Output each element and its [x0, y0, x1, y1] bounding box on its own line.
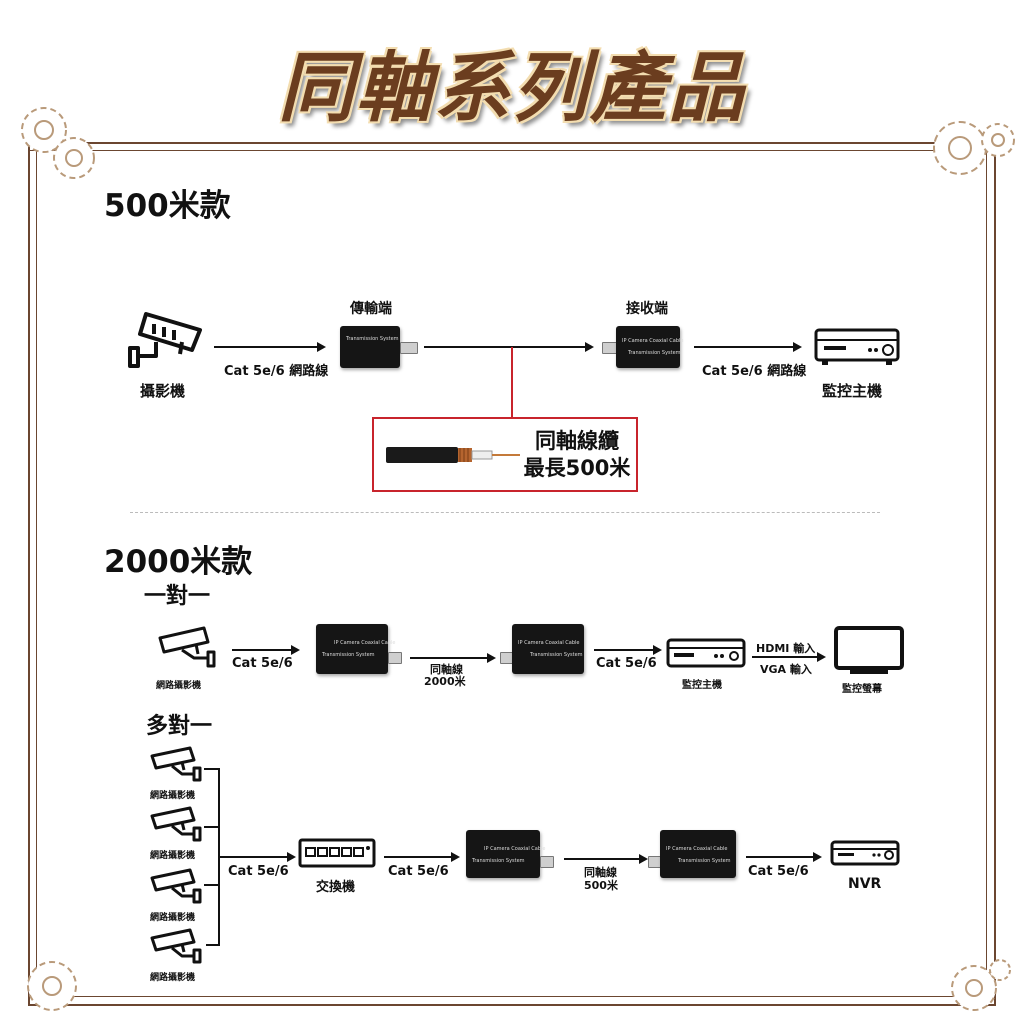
coax-label: 同軸線	[430, 663, 463, 676]
camera-icon	[150, 868, 202, 904]
device-text: Transmission System	[346, 336, 399, 342]
bnc-connector	[388, 652, 402, 664]
device-text: IP Camera Coaxial Cable	[334, 640, 396, 646]
frame-top-line	[28, 142, 996, 144]
arrow	[746, 852, 822, 862]
receiver-device: IP Camera Coaxial Cable Transmission Sys…	[660, 830, 736, 878]
coax-text-line1: 同軸線纜	[535, 429, 619, 453]
bracket-tick	[204, 768, 210, 770]
bracket-tick	[204, 884, 218, 886]
vga-label: VGA 輸入	[760, 663, 812, 676]
arrow	[752, 652, 826, 662]
transmitter-title: 傳輸端	[350, 301, 392, 317]
arrow	[410, 653, 496, 663]
camera-label: 網路攝影機	[150, 973, 196, 983]
cable-label: Cat 5e/6	[748, 864, 809, 879]
dvr-label: 監控主機	[822, 382, 883, 400]
camera-icon	[150, 746, 202, 782]
camera-label: 網路攝影機	[150, 913, 196, 923]
transmitter-device: IP Camera Coaxial Cable Transmission Sys…	[466, 830, 546, 878]
device-text: Transmission System	[678, 858, 731, 864]
frame-right-line	[994, 142, 996, 1006]
camera-label: 網路攝影機	[150, 791, 196, 801]
cable-label: Cat 5e/6	[388, 864, 449, 879]
camera-label: 攝影機	[140, 382, 186, 400]
dvr-icon	[666, 638, 746, 668]
one-to-one-title: 一對一	[144, 584, 211, 609]
dvr-icon	[814, 328, 900, 365]
arrow	[220, 852, 296, 862]
camera-icon	[150, 928, 202, 964]
section-divider	[130, 512, 880, 513]
dvr-label: 監控主機	[682, 680, 722, 691]
arrow	[424, 342, 594, 352]
receiver-device: IP Camera Coaxial Cable Transmission Sys…	[616, 326, 684, 368]
cable-label: Cat 5e/6	[228, 864, 289, 879]
arrow	[232, 645, 300, 655]
frame-left-line	[28, 142, 30, 1006]
frame-right-line-inner	[986, 150, 987, 1000]
device-text: IP Camera Coaxial Cable	[518, 640, 580, 646]
cable-label: Cat 5e/6	[596, 656, 657, 671]
cable-label: Cat 5e/6	[232, 656, 293, 671]
coax-label: 同軸線	[584, 866, 617, 879]
arrow	[384, 852, 460, 862]
camera-icon	[158, 626, 216, 668]
nvr-icon	[830, 840, 900, 866]
hdmi-label: HDMI 輸入	[756, 642, 816, 655]
bnc-connector	[400, 342, 418, 354]
switch-icon	[298, 838, 376, 868]
arrow	[594, 645, 662, 655]
section-500-title: 500米款	[104, 188, 231, 224]
frame-bottom-line	[28, 1004, 996, 1006]
bnc-connector	[540, 856, 554, 868]
switch-label: 交換機	[316, 880, 356, 895]
coax-link-line	[511, 347, 513, 417]
frame-bottom-line-inner	[28, 996, 996, 997]
arrow	[564, 854, 648, 864]
gear-icon	[951, 959, 1011, 1011]
transmitter-device: Transmission System	[340, 326, 400, 368]
bracket-tick	[204, 826, 218, 828]
coax-length-label: 500米	[584, 879, 618, 892]
camera-label: 網路攝影機	[156, 681, 202, 691]
camera-label: 網路攝影機	[150, 851, 196, 861]
coax-cable-icon	[386, 447, 520, 463]
many-to-one-title: 多對一	[146, 714, 213, 739]
bracket-line	[206, 768, 220, 946]
frame-left-line-inner	[36, 150, 37, 1000]
cable-label: Cat 5e/6 網路線	[224, 364, 329, 379]
monitor-icon	[834, 626, 904, 674]
coax-text-line2: 最長500米	[523, 456, 631, 480]
cable-label: Cat 5e/6 網路線	[702, 364, 807, 379]
gear-icon	[27, 961, 77, 1011]
receiver-title: 接收端	[626, 301, 668, 317]
device-text: Transmission System	[530, 652, 583, 658]
page-title: 同軸系列產品	[278, 43, 746, 132]
device-text: IP Camera Coaxial Cable	[666, 846, 728, 852]
frame-top-line-inner	[28, 150, 996, 151]
gear-icon	[933, 121, 1015, 175]
device-text: Transmission System	[628, 350, 681, 356]
camera-icon	[150, 806, 202, 842]
device-text: Transmission System	[472, 858, 525, 864]
device-text: Transmission System	[322, 652, 375, 658]
device-text: IP Camera Coaxial Cable	[622, 338, 684, 344]
arrow	[694, 342, 802, 352]
device-text: IP Camera Coaxial Cable	[484, 846, 546, 852]
transmitter-device: IP Camera Coaxial Cable Transmission Sys…	[316, 624, 396, 674]
nvr-label: NVR	[848, 876, 882, 892]
receiver-device: IP Camera Coaxial Cable Transmission Sys…	[512, 624, 584, 674]
monitor-label: 監控螢幕	[842, 684, 882, 695]
camera-icon	[128, 312, 202, 368]
section-2000-title: 2000米款	[104, 544, 253, 580]
coax-length-label: 2000米	[424, 675, 466, 688]
gear-icon	[21, 107, 95, 179]
arrow	[214, 342, 326, 352]
